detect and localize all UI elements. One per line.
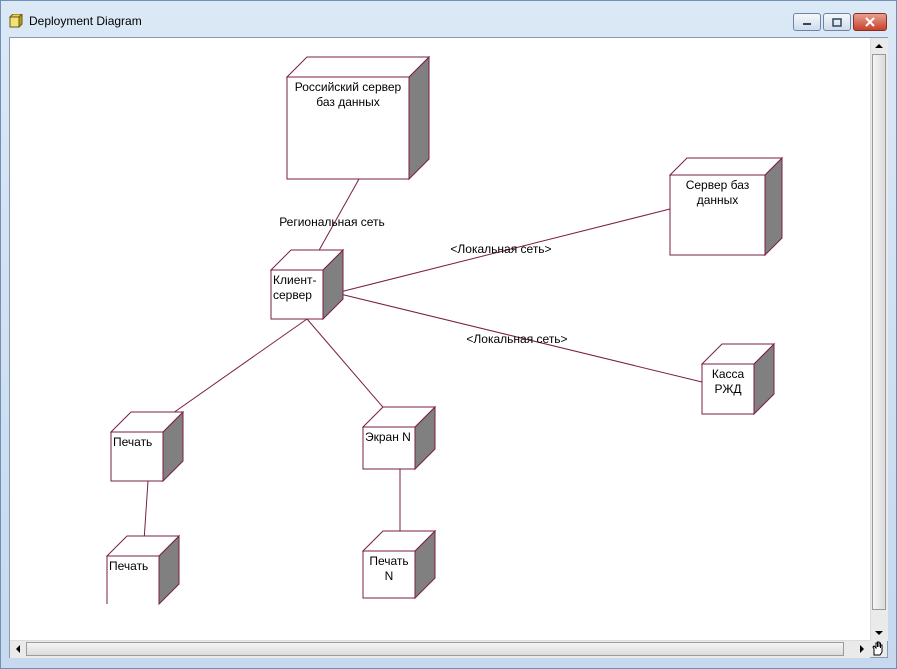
horizontal-scrollbar[interactable] (10, 640, 870, 658)
arrow-right-icon (860, 645, 864, 653)
node-label: Касса (712, 367, 745, 381)
node-label: Печать (109, 559, 148, 573)
scroll-left-button[interactable] (10, 641, 26, 657)
scroll-up-button[interactable] (871, 38, 887, 54)
connector-label: Региональная сеть (279, 215, 385, 229)
diagram-icon (9, 14, 23, 28)
hand-icon (872, 641, 883, 656)
title-bar[interactable]: Deployment Diagram (1, 1, 896, 37)
node-front (107, 556, 159, 604)
node-front (286, 76, 410, 180)
scroll-down-button[interactable] (871, 625, 887, 641)
maximize-icon (832, 17, 842, 27)
connector-label: <Локальная сеть> (450, 242, 551, 256)
horizontal-scroll-thumb[interactable] (26, 642, 844, 656)
node-label: Экран N (365, 430, 411, 444)
node-front (362, 550, 416, 599)
node-top (668, 157, 784, 176)
node-label: Российский сервер (295, 80, 402, 94)
arrow-down-icon (875, 631, 883, 635)
deployment-diagram[interactable]: Региональная сеть <Локальная сеть> <Локаль… (10, 38, 888, 658)
diagram-canvas[interactable]: Региональная сеть <Локальная сеть> <Локаль… (9, 37, 888, 658)
node-label: N (385, 569, 394, 583)
node-client-server[interactable]: Клиент-сервер (269, 248, 345, 321)
node-top (285, 56, 431, 78)
connector-label: <Локальная сеть> (466, 332, 567, 346)
minimize-button[interactable] (793, 13, 821, 31)
node-front (110, 431, 164, 482)
scroll-right-button[interactable] (854, 641, 870, 657)
node-front (669, 174, 766, 256)
node-label: Печать (369, 554, 408, 568)
node-screen-n[interactable]: Экран N (361, 405, 437, 471)
node-label: Печать (113, 435, 152, 449)
node-label: баз данных (316, 95, 380, 109)
node-front-outline (106, 555, 160, 604)
node-front (362, 426, 416, 470)
node-front (270, 269, 324, 320)
pan-grip[interactable] (870, 641, 887, 657)
node-side (408, 55, 430, 181)
vertical-scroll-thumb[interactable] (872, 54, 886, 610)
connector-client-server-kassa[interactable] (335, 292, 703, 383)
close-icon (865, 17, 875, 27)
arrow-left-icon (16, 645, 20, 653)
window-title: Deployment Diagram (29, 14, 142, 28)
node-print-2[interactable]: Печать (105, 534, 181, 606)
maximize-button[interactable] (823, 13, 851, 31)
vertical-scrollbar[interactable] (870, 38, 888, 641)
arrow-up-icon (875, 44, 883, 48)
node-label: Клиент- (273, 273, 317, 287)
node-print-1[interactable]: Печать (109, 410, 185, 483)
node-label: данных (697, 193, 739, 207)
node-label: РЖД (714, 382, 741, 396)
connector-client-server-db-server[interactable] (335, 208, 671, 294)
node-label: Сервер баз (686, 178, 750, 192)
node-front (701, 363, 755, 415)
minimize-icon (803, 23, 811, 25)
node-label: сервер (273, 288, 312, 302)
close-button[interactable] (853, 13, 887, 31)
